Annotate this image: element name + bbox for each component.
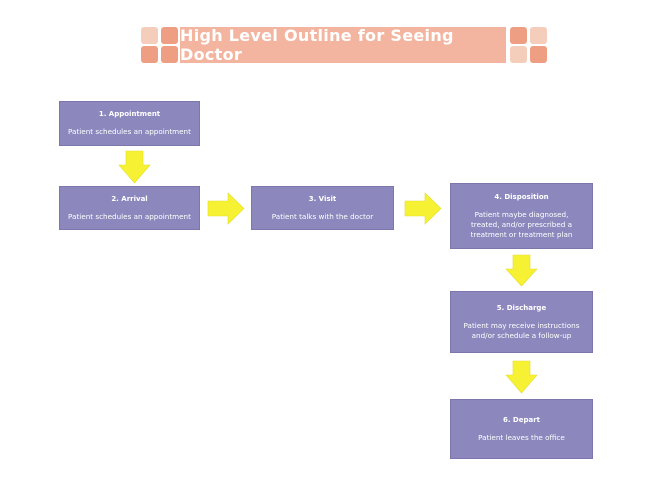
decor-square-left-bottom-left (141, 46, 158, 63)
decor-square-right-bottom-right (530, 46, 547, 63)
step-title: 5. Discharge (496, 303, 547, 312)
decor-square-right-top-right (530, 27, 547, 44)
step-box-appointment: 1. Appointment Patient schedules an appo… (59, 101, 200, 146)
step-title: 6. Depart (502, 415, 541, 424)
step-title: 4. Disposition (494, 192, 549, 201)
arrow-right-3-4 (404, 192, 442, 225)
step-box-discharge: 5. Discharge Patient may receive instruc… (450, 291, 593, 353)
step-description: Patient schedules an appointment (68, 211, 191, 221)
decor-square-left-top-left (141, 27, 158, 44)
step-box-disposition: 4. Disposition Patient maybe diagnosed, … (450, 183, 593, 249)
diagram-title: High Level Outline for Seeing Doctor (180, 26, 506, 64)
decor-square-right-bottom-left (510, 46, 527, 63)
arrow-down-5-6 (505, 360, 538, 394)
step-box-depart: 6. Depart Patient leaves the office (450, 399, 593, 459)
step-description: Patient talks with the doctor (271, 211, 374, 221)
arrow-down-1-2 (118, 150, 151, 184)
arrow-right-2-3 (207, 192, 245, 225)
step-description: Patient may receive instructions and/or … (463, 320, 580, 340)
arrow-down-4-5 (505, 254, 538, 287)
step-description: Patient schedules an appointment (68, 127, 191, 136)
step-description: Patient maybe diagnosed, treated, and/or… (470, 209, 573, 239)
step-box-visit: 3. Visit Patient talks with the doctor (251, 186, 394, 230)
decor-square-right-top-left (510, 27, 527, 44)
decor-square-left-top-right (161, 27, 178, 44)
step-title: 3. Visit (308, 194, 337, 203)
step-box-arrival: 2. Arrival Patient schedules an appointm… (59, 186, 200, 230)
decor-square-left-bottom-right (161, 46, 178, 63)
step-title: 2. Arrival (111, 194, 148, 203)
step-title: 1. Appointment (98, 110, 161, 118)
step-description: Patient leaves the office (478, 432, 565, 442)
